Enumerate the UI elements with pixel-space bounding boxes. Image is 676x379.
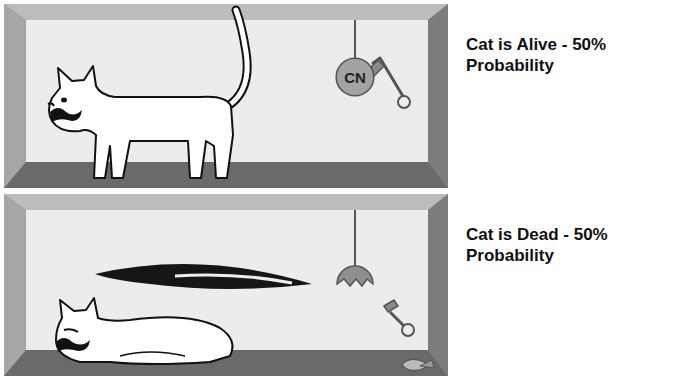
smoke-streak xyxy=(95,264,312,289)
chemical-label: CN xyxy=(344,70,366,85)
cat-alive xyxy=(48,10,247,178)
flask-circle: CN xyxy=(335,57,375,97)
outcome-label: Cat is Dead - 50% Probability xyxy=(466,224,608,266)
box-panel xyxy=(4,4,448,188)
broken-device xyxy=(337,210,434,370)
cat-dead xyxy=(56,298,232,364)
outcome-label: Cat is Alive - 50% Probability xyxy=(466,34,608,76)
box-panel xyxy=(4,194,448,376)
